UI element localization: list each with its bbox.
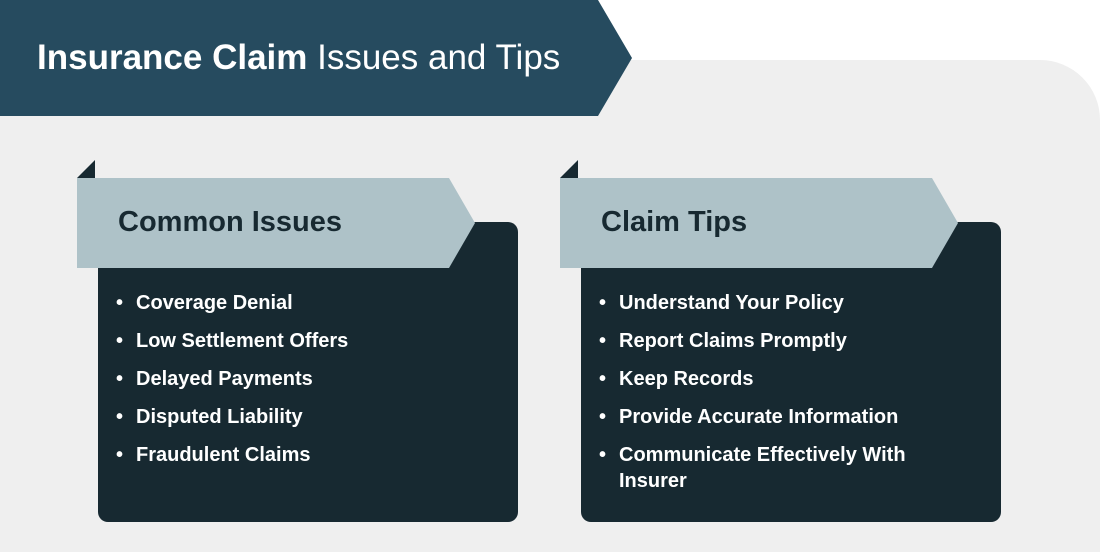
list-item: Disputed Liability xyxy=(116,404,496,430)
list-item: Communicate Effectively With Insurer xyxy=(599,442,964,494)
claim-tips-tab xyxy=(560,178,958,268)
list-item: Report Claims Promptly xyxy=(599,328,979,354)
common-issues-tab xyxy=(77,178,475,268)
list-item: Provide Accurate Information xyxy=(599,404,979,430)
page-title-rest: Issues and Tips xyxy=(307,38,561,77)
list-item: Fraudulent Claims xyxy=(116,442,496,468)
list-item: Keep Records xyxy=(599,366,979,392)
list-item: Coverage Denial xyxy=(116,290,496,316)
page-title-bold: Insurance Claim xyxy=(37,38,308,77)
claim-tips-list: Understand Your Policy Report Claims Pro… xyxy=(599,290,979,506)
common-issues-list: Coverage Denial Low Settlement Offers De… xyxy=(116,290,496,480)
title-banner xyxy=(0,0,632,116)
claim-tips-title: Claim Tips xyxy=(601,206,748,238)
list-item: Understand Your Policy xyxy=(599,290,979,316)
page-title: Insurance Claim Issues and Tips xyxy=(37,36,560,80)
list-item: Low Settlement Offers xyxy=(116,328,496,354)
common-issues-title: Common Issues xyxy=(118,206,342,238)
list-item: Delayed Payments xyxy=(116,366,496,392)
